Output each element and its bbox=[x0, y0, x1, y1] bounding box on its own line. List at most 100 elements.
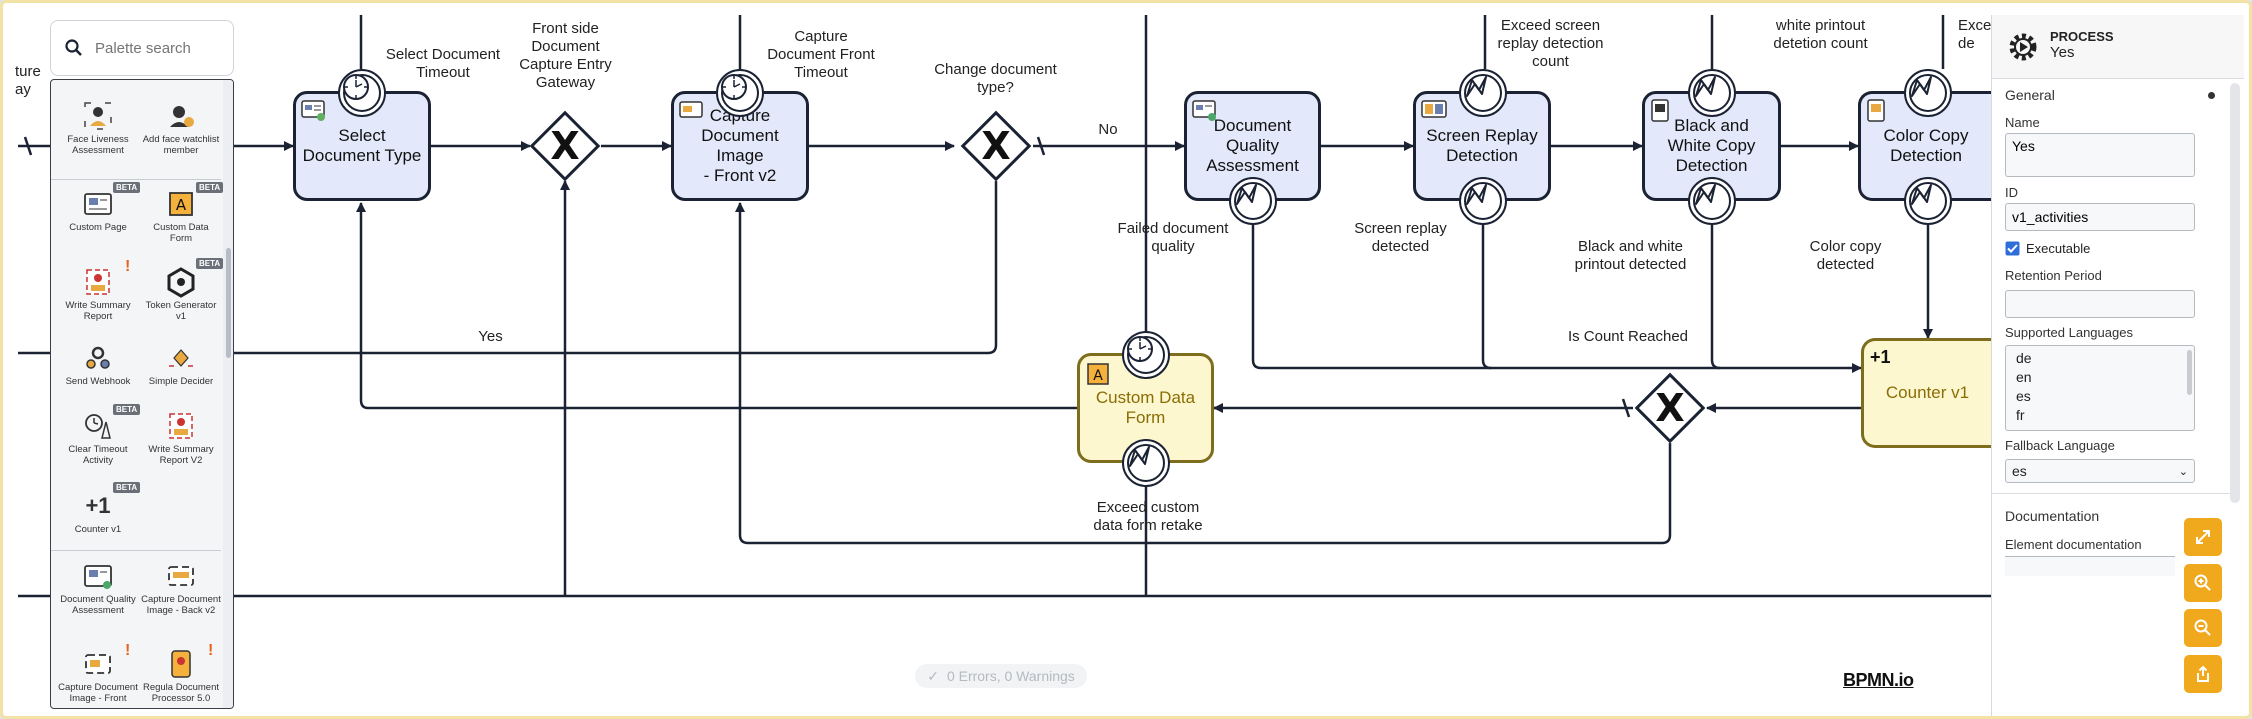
gateway-x-icon: X bbox=[1655, 386, 1685, 430]
palette-item-custom-data-form[interactable]: A Custom Data Form bbox=[141, 188, 221, 244]
palette-search[interactable] bbox=[50, 20, 234, 76]
sequence-flows bbox=[18, 15, 1991, 598]
palette-item-face-liveness[interactable]: Face Liveness Assessment bbox=[58, 100, 138, 156]
expand-icon bbox=[2196, 530, 2210, 544]
label-bw-printout-detected: Black and white printout detected bbox=[1574, 238, 1687, 273]
label-capture-front-timeout: Capture Document Front Timeout bbox=[767, 28, 875, 81]
svg-text:A: A bbox=[1093, 368, 1103, 384]
fallback-select[interactable]: es ⌄ bbox=[2005, 459, 2195, 483]
palette-search-input[interactable] bbox=[93, 38, 223, 58]
properties-panel: PROCESS Yes General Name Yes ID Executab… bbox=[1991, 15, 2244, 716]
languages-scrollbar[interactable] bbox=[2187, 350, 2192, 395]
palette-item-capture-back[interactable]: Capture Document Image - Back v2 bbox=[141, 560, 221, 616]
palette-item-write-summary-report[interactable]: Write Summary Report bbox=[58, 266, 138, 322]
beta-badge: BETA bbox=[196, 182, 224, 193]
element-doc-field[interactable] bbox=[2005, 556, 2175, 576]
element-doc-label: Element documentation bbox=[2005, 537, 2142, 552]
palette-item-write-summary-report-v2[interactable]: Write Summary Report V2 bbox=[141, 410, 221, 466]
languages-list[interactable]: de en es fr bbox=[2005, 345, 2195, 431]
beta-badge: BETA bbox=[113, 182, 141, 193]
fullscreen-button[interactable] bbox=[2184, 518, 2222, 556]
error-event-bw-bottom[interactable] bbox=[1688, 177, 1736, 225]
properties-scrollbar[interactable] bbox=[2230, 83, 2240, 503]
palette-item-clear-timeout[interactable]: Clear Timeout Activity bbox=[58, 410, 138, 466]
error-event-custom-form[interactable] bbox=[1122, 439, 1170, 487]
timer-event-select-doc[interactable] bbox=[338, 69, 386, 117]
bpmn-canvas[interactable]: ture ay Select Document Timeout Front si… bbox=[3, 3, 2249, 716]
language-option[interactable]: de bbox=[2016, 350, 2032, 366]
label-screen-replay-detected: Screen replay detected bbox=[1354, 220, 1447, 255]
palette-item-custom-page[interactable]: Custom Page bbox=[58, 188, 138, 233]
error-event-screen-replay-bottom[interactable] bbox=[1459, 177, 1507, 225]
beta-badge: BETA bbox=[113, 482, 141, 493]
regula-icon bbox=[171, 650, 191, 678]
error-event-color-bottom[interactable] bbox=[1904, 177, 1952, 225]
error-event-bw-top[interactable] bbox=[1688, 69, 1736, 117]
executable-row: Executable bbox=[2005, 241, 2090, 256]
clock-icon bbox=[343, 74, 369, 100]
executable-label: Executable bbox=[2026, 241, 2091, 256]
zoom-in-button[interactable] bbox=[2184, 564, 2222, 602]
section-general[interactable]: General bbox=[2005, 87, 2055, 103]
warning-icon: ! bbox=[208, 642, 214, 659]
clock-icon bbox=[721, 74, 747, 100]
error-event-document-quality[interactable] bbox=[1229, 177, 1277, 225]
timer-event-custom-form[interactable] bbox=[1122, 331, 1170, 379]
label-change-doc-type: Change document type? bbox=[934, 61, 1057, 96]
properties-header: PROCESS Yes bbox=[1992, 15, 2244, 79]
custom-page-icon bbox=[84, 193, 112, 215]
gateway-x-icon: X bbox=[981, 124, 1011, 168]
language-option[interactable]: en bbox=[2016, 369, 2032, 385]
search-icon bbox=[65, 39, 82, 56]
palette-item-send-webhook[interactable]: Send Webhook bbox=[58, 342, 138, 387]
languages-label: Supported Languages bbox=[2005, 325, 2133, 340]
palette-item-regula[interactable]: Regula Document Processor 5.0 bbox=[141, 648, 221, 704]
task-counter[interactable]: +1 Counter v1 bbox=[1861, 338, 1991, 448]
lint-status[interactable]: ✓ 0 Errors, 0 Warnings bbox=[915, 664, 1087, 688]
id-field[interactable] bbox=[2005, 203, 2195, 231]
clear-timeout-icon bbox=[85, 414, 111, 439]
documentation-label[interactable]: Documentation bbox=[2005, 508, 2100, 524]
beta-badge: BETA bbox=[196, 258, 224, 269]
fallback-label: Fallback Language bbox=[2005, 438, 2115, 453]
task-label: Select Document Type bbox=[302, 126, 422, 165]
retention-field[interactable] bbox=[2005, 290, 2195, 318]
token-generator-icon bbox=[167, 267, 195, 298]
section-dot-icon bbox=[2208, 92, 2215, 99]
write-summary-report-v2-icon bbox=[169, 413, 193, 439]
language-option[interactable]: es bbox=[2016, 388, 2031, 404]
error-icon bbox=[1695, 184, 1716, 205]
simple-decider-icon bbox=[169, 349, 193, 367]
palette-scrollbar[interactable] bbox=[223, 80, 233, 708]
palette-item-counter[interactable]: +1 Counter v1 bbox=[58, 490, 138, 535]
error-icon bbox=[1911, 184, 1932, 205]
write-summary-report-icon bbox=[86, 269, 110, 295]
language-option[interactable]: fr bbox=[2016, 407, 2025, 423]
timer-event-capture-front[interactable] bbox=[716, 69, 764, 117]
bpmn-io-logo[interactable]: BPMN.io bbox=[1843, 670, 1914, 690]
task-label: Color Copy Detection bbox=[1883, 126, 1969, 165]
label-exceed-custom-form: Exceed custom data form retake bbox=[1093, 499, 1203, 534]
process-gear-icon bbox=[2009, 33, 2037, 61]
palette-item-simple-decider[interactable]: Simple Decider bbox=[141, 342, 221, 387]
name-field[interactable]: Yes bbox=[2005, 133, 2195, 177]
task-label: Screen Replay Detection bbox=[1426, 126, 1538, 165]
warning-icon: ! bbox=[125, 258, 131, 275]
error-event-screen-replay-top[interactable] bbox=[1459, 69, 1507, 117]
task-label: Black and White Copy Detection bbox=[1667, 116, 1756, 175]
counter-glyph: +1 bbox=[1870, 347, 1891, 367]
task-document-quality[interactable]: Document Quality Assessment bbox=[1184, 91, 1321, 201]
palette-item-capture-front[interactable]: Capture Document Image - Front bbox=[58, 648, 138, 704]
palette-item-add-face-watchlist[interactable]: Add face watchlist member bbox=[141, 100, 221, 156]
error-event-color-top[interactable] bbox=[1904, 69, 1952, 117]
executable-checkbox[interactable] bbox=[2005, 241, 2020, 256]
label-select-doc-timeout: Select Document Timeout bbox=[385, 46, 501, 81]
face-liveness-icon bbox=[84, 102, 112, 130]
export-button[interactable] bbox=[2184, 655, 2222, 693]
properties-type: PROCESS bbox=[2050, 29, 2114, 44]
error-icon bbox=[1695, 76, 1716, 97]
zoom-out-button[interactable] bbox=[2184, 609, 2222, 647]
palette-item-document-quality[interactable]: Document Quality Assessment bbox=[58, 560, 138, 616]
palette-item-token-generator[interactable]: Token Generator v1 bbox=[141, 266, 221, 322]
